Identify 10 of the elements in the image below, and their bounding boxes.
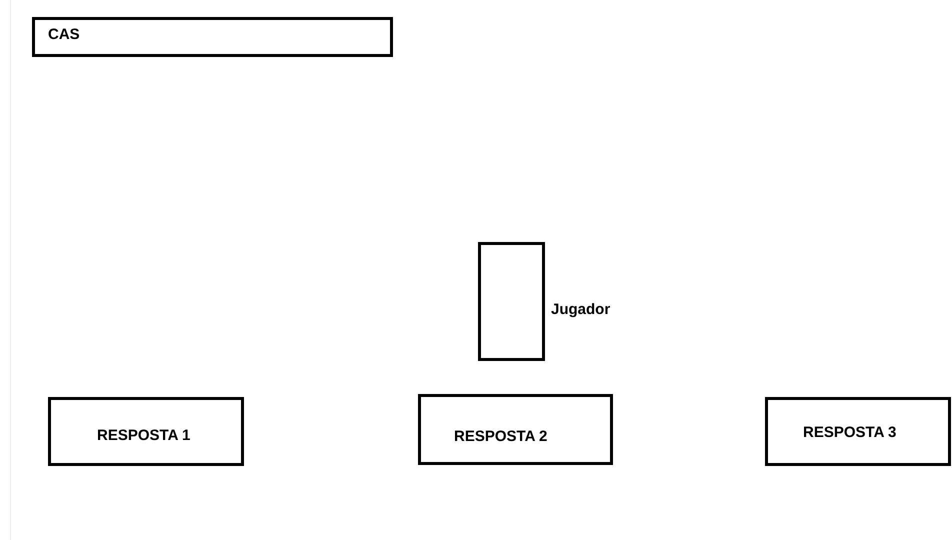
answer-box — [765, 397, 951, 466]
side-label: Jugador — [551, 301, 610, 318]
answer-box — [48, 397, 244, 466]
box-label: RESPOSTA 2 — [454, 428, 548, 445]
box-label: RESPOSTA 3 — [803, 424, 896, 441]
box-label: RESPOSTA 1 — [97, 427, 190, 444]
empty-box — [478, 242, 545, 361]
answer-box — [418, 394, 613, 465]
title-box — [32, 17, 393, 57]
box-label: CAS — [48, 26, 80, 43]
